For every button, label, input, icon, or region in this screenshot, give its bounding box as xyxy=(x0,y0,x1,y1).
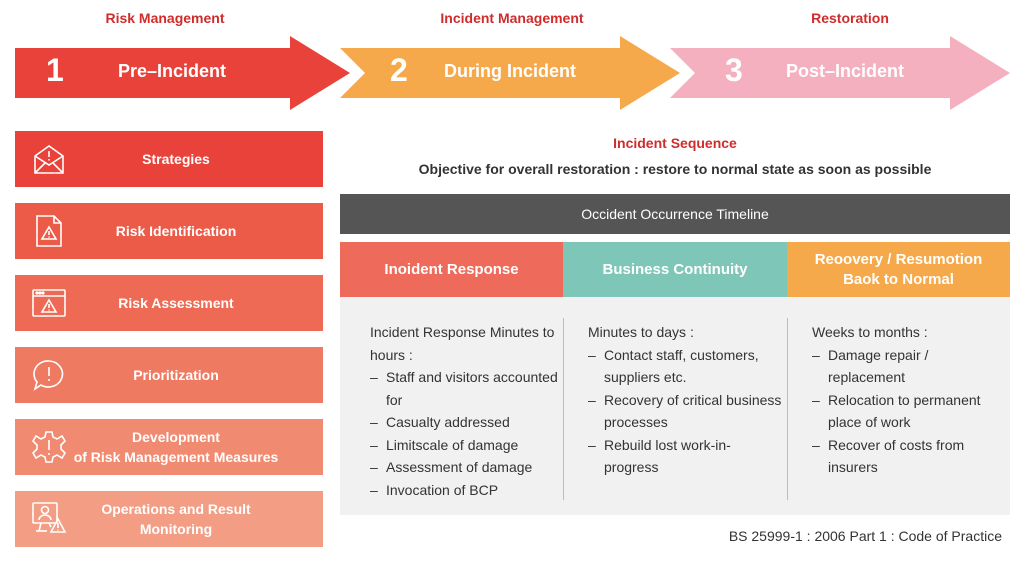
strategies-box: Strategies xyxy=(15,131,323,187)
incident-sequence-title: Incident Sequence xyxy=(613,135,737,151)
list-item: Recovery of critical business processes xyxy=(588,389,783,434)
business-continuity-header: Business Continuity xyxy=(563,242,787,297)
recovery-intro: Weeks to months : xyxy=(812,324,928,340)
citation-text: BS 25999-1 : 2006 Part 1 : Code of Pract… xyxy=(728,528,1002,544)
column-divider xyxy=(563,318,564,500)
phase-title-risk-management: Risk Management xyxy=(105,10,225,26)
list-item: Staff and visitors accounted for xyxy=(370,366,560,411)
business-continuity-details: Minutes to days : Contact staff, custome… xyxy=(588,321,783,479)
phase-title-restoration: Restoration xyxy=(811,10,889,26)
incident-response-intro: Incident Response Minutes to hours : xyxy=(370,324,555,363)
objective-text: Objective for overall restoration : rest… xyxy=(418,161,932,177)
phase-arrows xyxy=(15,36,1010,110)
incident-response-header: Inoident Response xyxy=(340,242,563,297)
risk-assessment-box: Risk Assessment xyxy=(15,275,323,331)
list-item: Rebuild lost work-in-progress xyxy=(588,434,783,479)
prioritization-box: Prioritization xyxy=(15,347,323,403)
phase-label-during-incident: During Incident xyxy=(444,61,576,81)
gear-alert-icon xyxy=(29,427,69,467)
list-item: Relocation to permanent place of work xyxy=(812,389,1004,434)
arrow-during-incident xyxy=(340,36,680,110)
list-item: Recover of costs from insurers xyxy=(812,434,1004,479)
list-item: Limitscale of damage xyxy=(370,434,560,457)
list-item: Damage repair / replacement xyxy=(812,344,1004,389)
recovery-header: Reoovery / Resumotion Baok to Normal xyxy=(787,242,1010,297)
browser-warning-icon xyxy=(29,283,69,323)
development-box: Development of Risk Management Measures xyxy=(15,419,323,475)
risk-identification-label: Risk Identification xyxy=(115,223,237,239)
recovery-details: Weeks to months : Damage repair / replac… xyxy=(812,321,1004,479)
development-label: Development of Risk Management Measures xyxy=(73,429,279,465)
operations-monitoring-label: Operations and Result Monitoring xyxy=(101,501,251,537)
monitor-person-warning-icon xyxy=(29,499,69,539)
risk-assessment-label: Risk Assessment xyxy=(118,295,234,311)
phase-number-1: 1 xyxy=(46,52,64,88)
list-item: Casualty addressed xyxy=(370,411,560,434)
timeline-label: Occident Occurrence Timeline xyxy=(581,206,769,222)
prioritization-label: Prioritization xyxy=(133,367,219,383)
operations-monitoring-box: Operations and Result Monitoring xyxy=(15,491,323,547)
risk-identification-box: Risk Identification xyxy=(15,203,323,259)
speech-bubble-exclamation-icon xyxy=(29,355,69,395)
phase-label-post-incident: Post–Incident xyxy=(785,61,905,81)
envelope-alert-icon xyxy=(29,139,69,179)
arrow-pre-incident xyxy=(15,36,350,110)
incident-response-details: Incident Response Minutes to hours : Sta… xyxy=(370,321,560,501)
arrow-post-incident xyxy=(670,36,1010,110)
document-warning-icon xyxy=(29,211,69,251)
timeline-bar: Occident Occurrence Timeline xyxy=(340,194,1010,234)
phase-number-2: 2 xyxy=(390,52,408,88)
phase-label-pre-incident: Pre–Incident xyxy=(117,61,227,81)
business-continuity-intro: Minutes to days : xyxy=(588,324,694,340)
list-item: Contact staff, customers, suppliers etc. xyxy=(588,344,783,389)
phase-title-incident-management: Incident Management xyxy=(440,10,584,26)
column-divider xyxy=(787,318,788,500)
strategies-label: Strategies xyxy=(142,151,210,167)
phase-number-3: 3 xyxy=(725,52,743,88)
list-item: Invocation of BCP xyxy=(370,479,560,502)
list-item: Assessment of damage xyxy=(370,456,560,479)
